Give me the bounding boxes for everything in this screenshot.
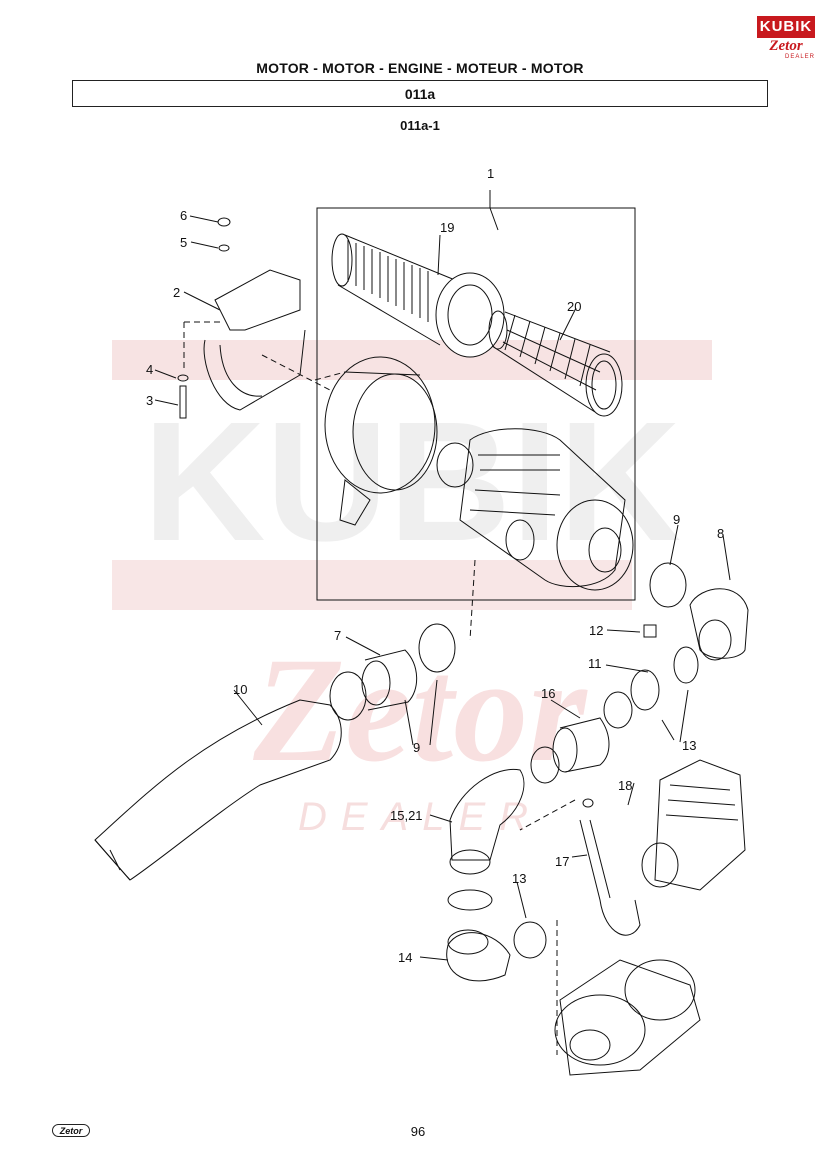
mounting-bracket (203, 269, 306, 411)
callout-labels: 1 2 3 4 5 6 7 8 9 9 10 11 12 13 13 14 15… (146, 166, 724, 965)
filter-housing (436, 428, 634, 591)
callout-5: 5 (180, 235, 187, 250)
callout-4: 4 (146, 362, 153, 377)
callout-6: 6 (180, 208, 187, 223)
hose-clamp (447, 889, 493, 911)
callout-16: 16 (541, 686, 555, 701)
group-code: 011a (404, 85, 436, 102)
callout-7: 7 (334, 628, 341, 643)
zetor-logo-text: Zetor (769, 38, 803, 54)
elbow-hose (689, 588, 749, 659)
kubik-logo-text: KUBIK (757, 16, 815, 38)
callout-3: 3 (146, 393, 153, 408)
callout-17: 17 (555, 854, 569, 869)
hose-clamp (329, 671, 367, 721)
callout-20: 20 (567, 299, 581, 314)
sleeve-16 (559, 717, 610, 773)
figure-code: 011a-1 (400, 118, 440, 133)
page-title: MOTOR - MOTOR - ENGINE - MOTEUR - MOTOR (256, 60, 584, 76)
elbow-14 (446, 932, 511, 982)
kubik-zetor-logo: KUBIK Zetor DEALER (757, 16, 815, 60)
dealer-logo-text: DEALER (784, 54, 815, 60)
callout-9-bottom: 9 (413, 740, 420, 755)
bent-pipe (449, 768, 525, 861)
sleeve-7 (364, 649, 418, 711)
watermark-brand: KUBIK (143, 387, 681, 577)
primary-filter-element (331, 233, 505, 358)
hose-clamp (673, 646, 699, 684)
turbocharger (554, 959, 701, 1076)
sensor-plug (643, 624, 657, 638)
callout-10: 10 (233, 682, 247, 697)
compressor (641, 759, 746, 891)
group-code-box: 011a (72, 80, 768, 107)
watermark: KUBIK Zetor DEALER (112, 340, 712, 839)
watermark-name: Zetor (252, 627, 588, 793)
callout-1: 1 (487, 166, 494, 181)
bolt-and-washers (177, 217, 231, 419)
hose-clamp (530, 746, 560, 784)
callout-13-right: 13 (682, 738, 696, 753)
callout-19: 19 (440, 220, 454, 235)
callout-18: 18 (618, 778, 632, 793)
filter-cover (324, 356, 438, 526)
hose-clamp (603, 691, 633, 729)
zetor-footer-logo: Zetor (52, 1124, 90, 1137)
callout-9-top: 9 (673, 512, 680, 527)
hose-clamp (418, 623, 456, 673)
breather-hose (579, 819, 641, 936)
callout-2: 2 (173, 285, 180, 300)
intake-pipe (94, 699, 342, 881)
hose-clamp (649, 562, 687, 608)
watermark-sub: DEALER (298, 795, 542, 839)
safety-filter-element (488, 310, 623, 417)
air-filter-assembly-frame (316, 207, 636, 601)
callout-12: 12 (589, 623, 603, 638)
hose-clip (582, 798, 594, 808)
callout-13-lower: 13 (512, 871, 526, 886)
callout-11: 11 (588, 656, 602, 671)
hose-clamp (513, 921, 547, 959)
callout-8: 8 (717, 526, 724, 541)
callout-14: 14 (398, 950, 412, 965)
adapter (630, 669, 660, 711)
callout-15-21: 15,21 (390, 808, 423, 823)
page-number: 96 (410, 1124, 426, 1139)
assembly-leader (469, 559, 476, 641)
